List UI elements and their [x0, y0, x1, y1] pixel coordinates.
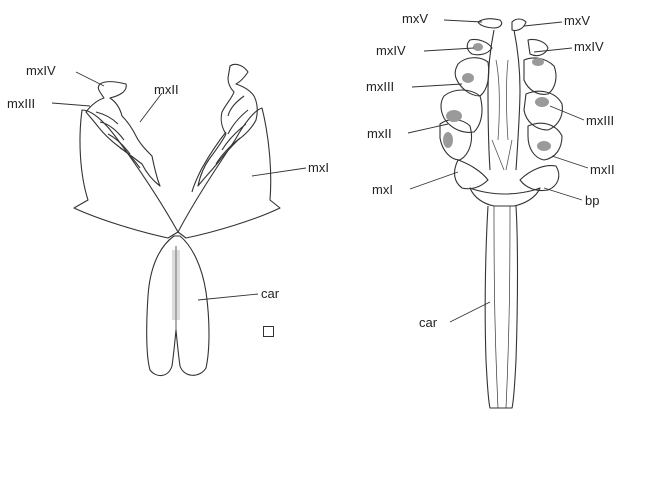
label-right-mxIII-left: mxIII	[366, 79, 395, 94]
label-right-mxII-left: mxII	[367, 126, 392, 141]
left-appendage-left	[85, 81, 161, 187]
right-shaded-segments	[443, 43, 551, 151]
label-right-bp: bp	[585, 193, 600, 208]
label-right-mxIV-left: mxIV	[376, 43, 406, 58]
label-left-mxIV: mxIV	[26, 63, 56, 78]
label-left-mxII: mxII	[154, 82, 179, 97]
label-right-car: car	[419, 315, 438, 330]
left-leader-lines	[51, 71, 307, 301]
checkbox[interactable]	[263, 326, 274, 337]
left-mxI-plate-left	[73, 109, 179, 239]
left-carapace	[146, 235, 210, 377]
label-right-mxII-right: mxII	[590, 162, 615, 177]
left-mxI-plate-right	[177, 107, 281, 239]
right-figure-drawing	[439, 18, 563, 409]
label-left-mxIII: mxIII	[7, 96, 36, 111]
right-carapace	[484, 205, 519, 409]
label-right-mxV-left: mxV	[402, 11, 428, 26]
label-right-mxIV-right: mxIV	[574, 39, 604, 54]
left-appendage-right	[197, 63, 258, 187]
label-right-mxV-right: mxV	[564, 13, 590, 28]
left-carapace-stipple	[172, 250, 180, 320]
label-left-car: car	[261, 286, 280, 301]
right-leader-lines	[407, 19, 589, 323]
label-right-mxIII-right: mxIII	[586, 113, 615, 128]
label-left-mxI: mxI	[308, 160, 329, 175]
label-right-mxI: mxI	[372, 182, 393, 197]
